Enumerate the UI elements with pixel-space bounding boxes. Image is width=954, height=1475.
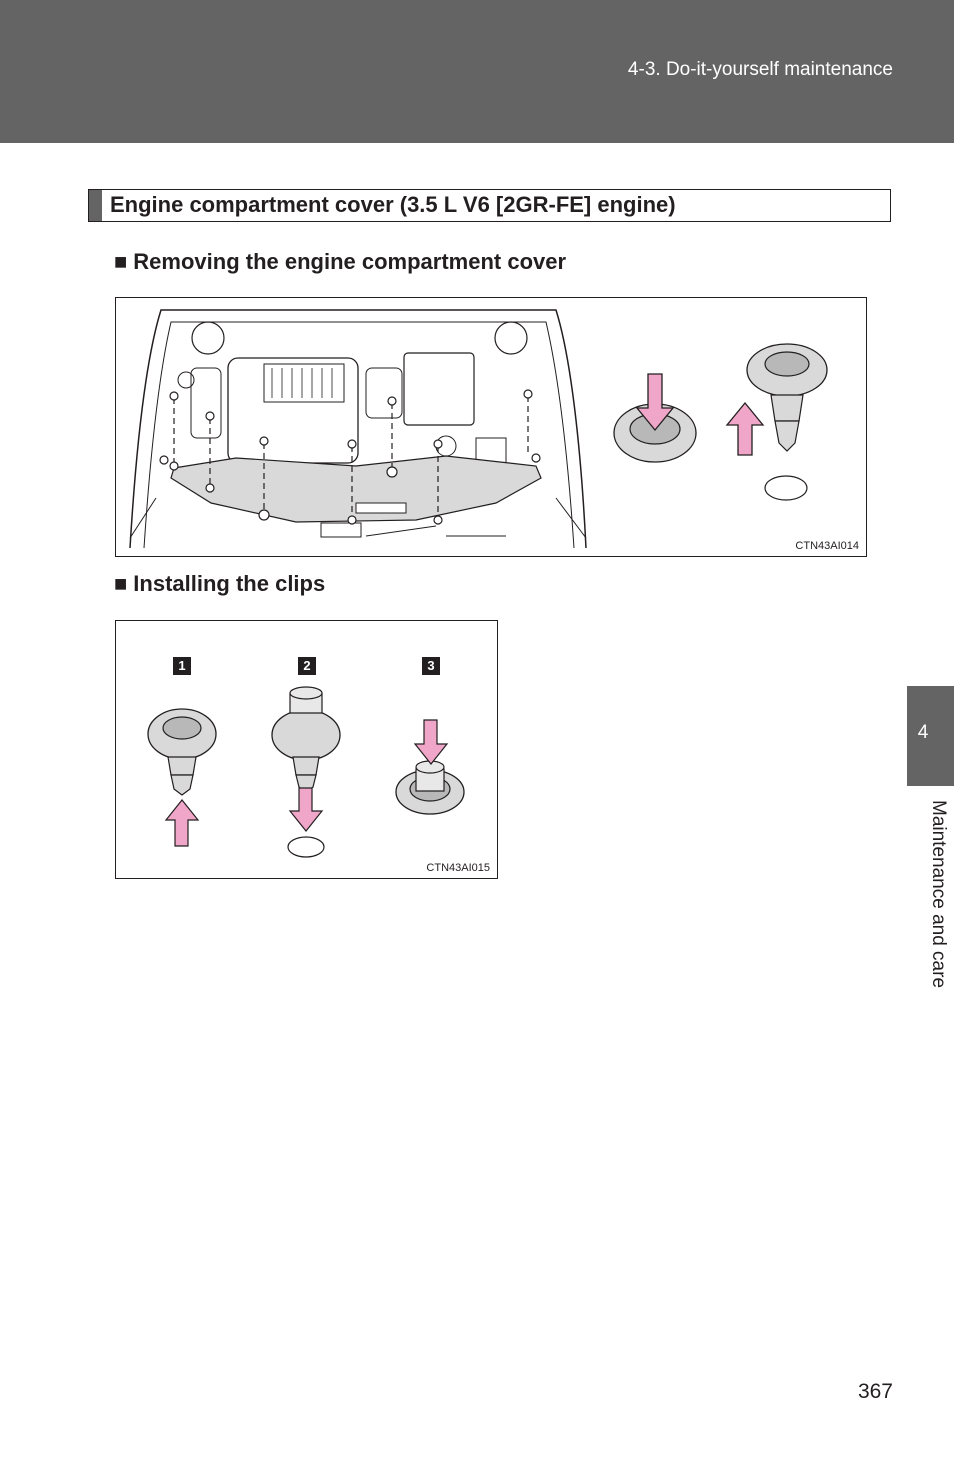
page-number: 367 [857, 1380, 893, 1403]
section-title-bar: Engine compartment cover (3.5 L V6 [2GR-… [88, 189, 891, 222]
subheading-removing-text: Removing the engine compartment cover [133, 249, 567, 274]
clip-steps-illustration [147, 686, 465, 858]
header-section-title: 4-3. Do-it-yourself maintenance [627, 59, 893, 80]
step-number-2: 2 [298, 657, 316, 675]
step-number-3: 3 [422, 657, 440, 675]
figure-engine-cover-removal: CTN43AI014 [115, 297, 867, 557]
chapter-number: 4 [917, 722, 929, 743]
figure-installing-clips: 1 2 3 CTN43AI015 [115, 620, 498, 879]
figure-code: CTN43AI014 [795, 540, 859, 552]
subheading-installing: ■Installing the clips [114, 571, 325, 597]
subheading-removing: ■Removing the engine compartment cover [114, 249, 566, 275]
square-bullet-icon: ■ [114, 571, 128, 596]
chapter-title: Maintenance and care [928, 800, 949, 989]
chapter-tab: 4 [907, 686, 954, 786]
section-title: Engine compartment cover (3.5 L V6 [2GR-… [110, 192, 676, 217]
step-number-1: 1 [173, 657, 191, 675]
engine-bay-illustration [129, 309, 828, 549]
header-band: 4-3. Do-it-yourself maintenance [0, 0, 954, 143]
figure-code: CTN43AI015 [426, 862, 490, 874]
section-marker [89, 190, 102, 221]
subheading-installing-text: Installing the clips [133, 571, 326, 596]
square-bullet-icon: ■ [114, 249, 128, 274]
